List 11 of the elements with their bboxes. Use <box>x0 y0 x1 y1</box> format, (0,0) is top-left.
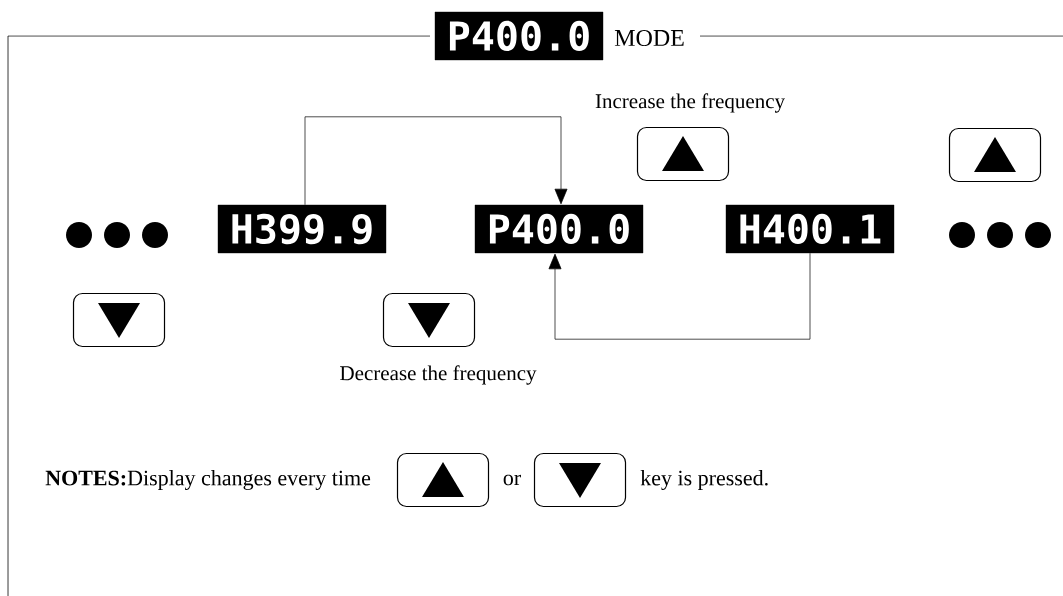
annotation-text: Increase the frequency <box>595 93 785 113</box>
display-readout: H399.9 <box>217 204 387 254</box>
connector-arrow <box>304 116 568 206</box>
display-readout: P400.0 <box>434 11 604 61</box>
display-readout: P400.0 <box>474 204 644 254</box>
display-readout: H400.1 <box>725 204 895 254</box>
note-text: or <box>503 474 521 486</box>
note-text: NOTES:Display changes every time <box>45 470 371 490</box>
note-text: key is pressed. <box>640 470 768 490</box>
connector-arrow <box>548 252 811 340</box>
annotation-text: Decrease the frequency <box>340 365 537 385</box>
